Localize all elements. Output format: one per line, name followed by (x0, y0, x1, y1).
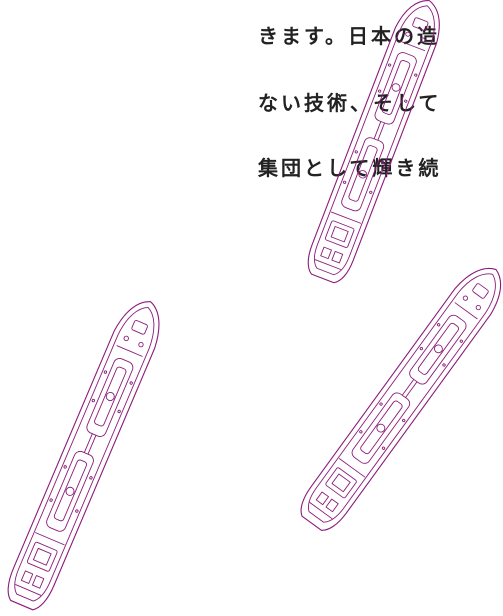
ship-bottom-left-illustration (0, 292, 172, 615)
intro-text-line-3: 集団として輝き続 (258, 156, 442, 180)
intro-text-line-1: きます。日本の造 (258, 24, 440, 48)
ship-bottom-right-illustration (293, 256, 503, 537)
ship-top-right-illustration (301, 0, 451, 287)
